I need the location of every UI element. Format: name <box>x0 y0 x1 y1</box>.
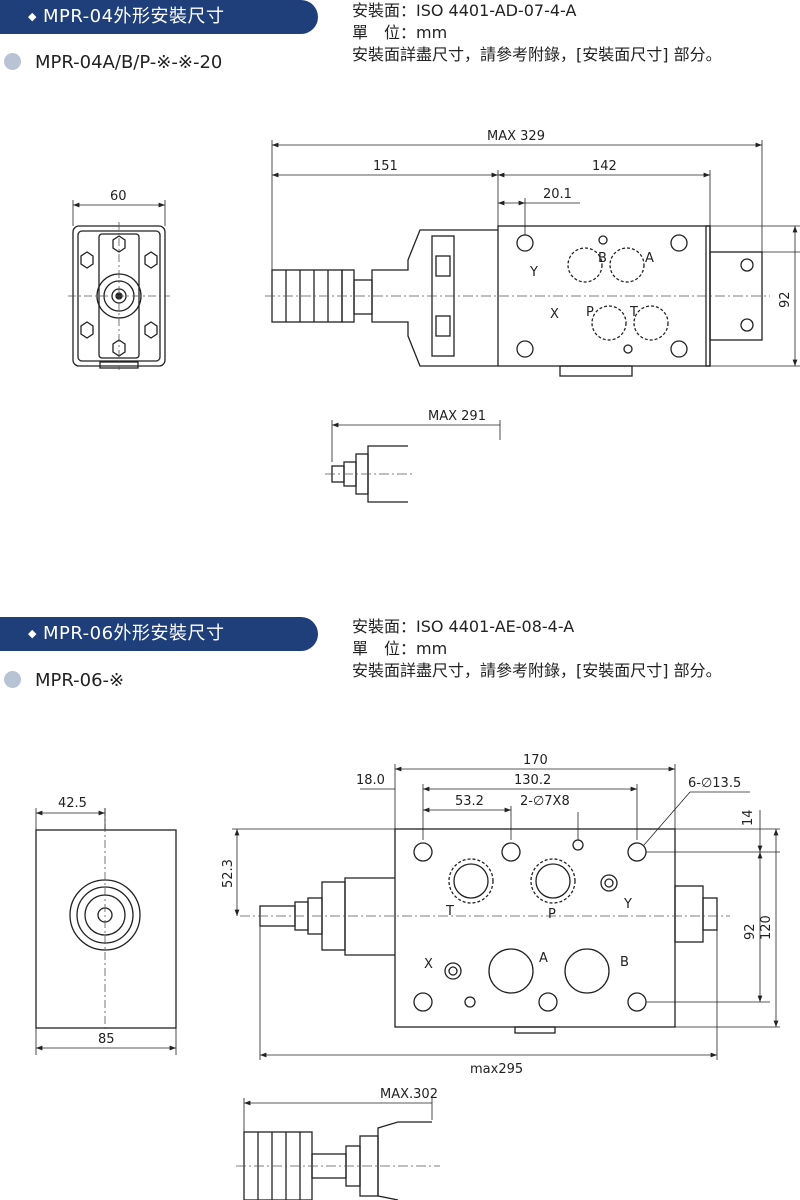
port-y: Y <box>623 897 632 912</box>
dim-max291: MAX 291 <box>428 409 486 424</box>
mpr06-variant-view <box>243 1121 432 1200</box>
mpr04-side-view <box>271 225 763 377</box>
dim-85: 85 <box>98 1032 115 1047</box>
mpr04-port-labels: Y B A X P T <box>529 251 654 322</box>
bullet-dot-icon <box>4 53 21 70</box>
dim-20-1: 20.1 <box>543 187 572 202</box>
port-t: T <box>629 305 638 320</box>
dim-max329: MAX 329 <box>487 129 545 144</box>
port-p: P <box>586 305 594 320</box>
diamond-icon: ◆ <box>28 627 37 640</box>
port-x: X <box>550 307 559 322</box>
dim-120: 120 <box>759 915 774 940</box>
diamond-icon: ◆ <box>28 10 37 23</box>
port-y: Y <box>529 265 538 280</box>
section2-model-row: MPR-06-※ <box>0 666 124 696</box>
dim-130-2: 130.2 <box>514 773 551 788</box>
port-b: B <box>598 251 607 266</box>
dim-2-7x8: 2-∅7X8 <box>520 794 570 809</box>
dim-42-5: 42.5 <box>58 796 87 811</box>
section1-spec-note: 安裝面詳盡尺寸，請參考附錄，[安裝面尺寸] 部分。 <box>352 45 722 64</box>
mpr06-port-labels: T P Y X A B <box>424 897 632 972</box>
section2-spec: 安裝面：ISO 4401-AE-08-4-A 單 位：mm 安裝面詳盡尺寸，請參… <box>352 616 722 682</box>
port-t: T <box>445 904 454 919</box>
dim-14: 14 <box>741 809 756 826</box>
dim-170: 170 <box>523 753 548 768</box>
mpr06-side-view <box>259 828 718 1034</box>
port-x: X <box>424 957 433 972</box>
section2-title: MPR-06外形安裝尺寸 <box>42 623 225 644</box>
dim-92: 92 <box>743 923 758 940</box>
section1-title-tab: ◆ MPR-04外形安裝尺寸 <box>0 0 318 34</box>
dim-142: 142 <box>592 159 617 174</box>
dim-60: 60 <box>110 189 127 204</box>
section2-spec-unit: 單 位：mm <box>352 639 448 658</box>
section2-title-tab: ◆ MPR-06外形安裝尺寸 <box>0 617 318 651</box>
section1-spec: 安裝面：ISO 4401-AD-07-4-A 單 位：mm 安裝面詳盡尺寸，請參… <box>352 0 722 66</box>
section2-spec-mount: 安裝面：ISO 4401-AE-08-4-A <box>352 617 575 636</box>
section1-model: MPR-04A/B/P-※-※-20 <box>35 52 223 73</box>
mpr06-front-view <box>35 829 177 1029</box>
section2-model: MPR-06-※ <box>35 670 125 691</box>
port-a: A <box>645 251 654 266</box>
section1-title: MPR-04外形安裝尺寸 <box>42 6 225 27</box>
section1-spec-unit: 單 位：mm <box>352 23 448 42</box>
dim-max295: max295 <box>470 1062 523 1077</box>
section1-spec-mount: 安裝面：ISO 4401-AD-07-4-A <box>352 1 577 20</box>
dim-6-13-5: 6-∅13.5 <box>688 776 741 791</box>
section2-spec-note: 安裝面詳盡尺寸，請參考附錄，[安裝面尺寸] 部分。 <box>352 661 722 680</box>
port-b: B <box>620 955 629 970</box>
port-p: P <box>548 907 556 922</box>
section1-model-row: MPR-04A/B/P-※-※-20 <box>0 48 222 78</box>
dim-52-3: 52.3 <box>221 859 236 888</box>
port-a: A <box>539 951 548 966</box>
dim-151: 151 <box>373 159 398 174</box>
dim-53-2: 53.2 <box>455 794 484 809</box>
dim-18: 18.0 <box>356 773 385 788</box>
dim-92: 92 <box>778 291 793 308</box>
dim-max302: MAX.302 <box>380 1087 438 1102</box>
bullet-dot-icon <box>4 671 21 688</box>
